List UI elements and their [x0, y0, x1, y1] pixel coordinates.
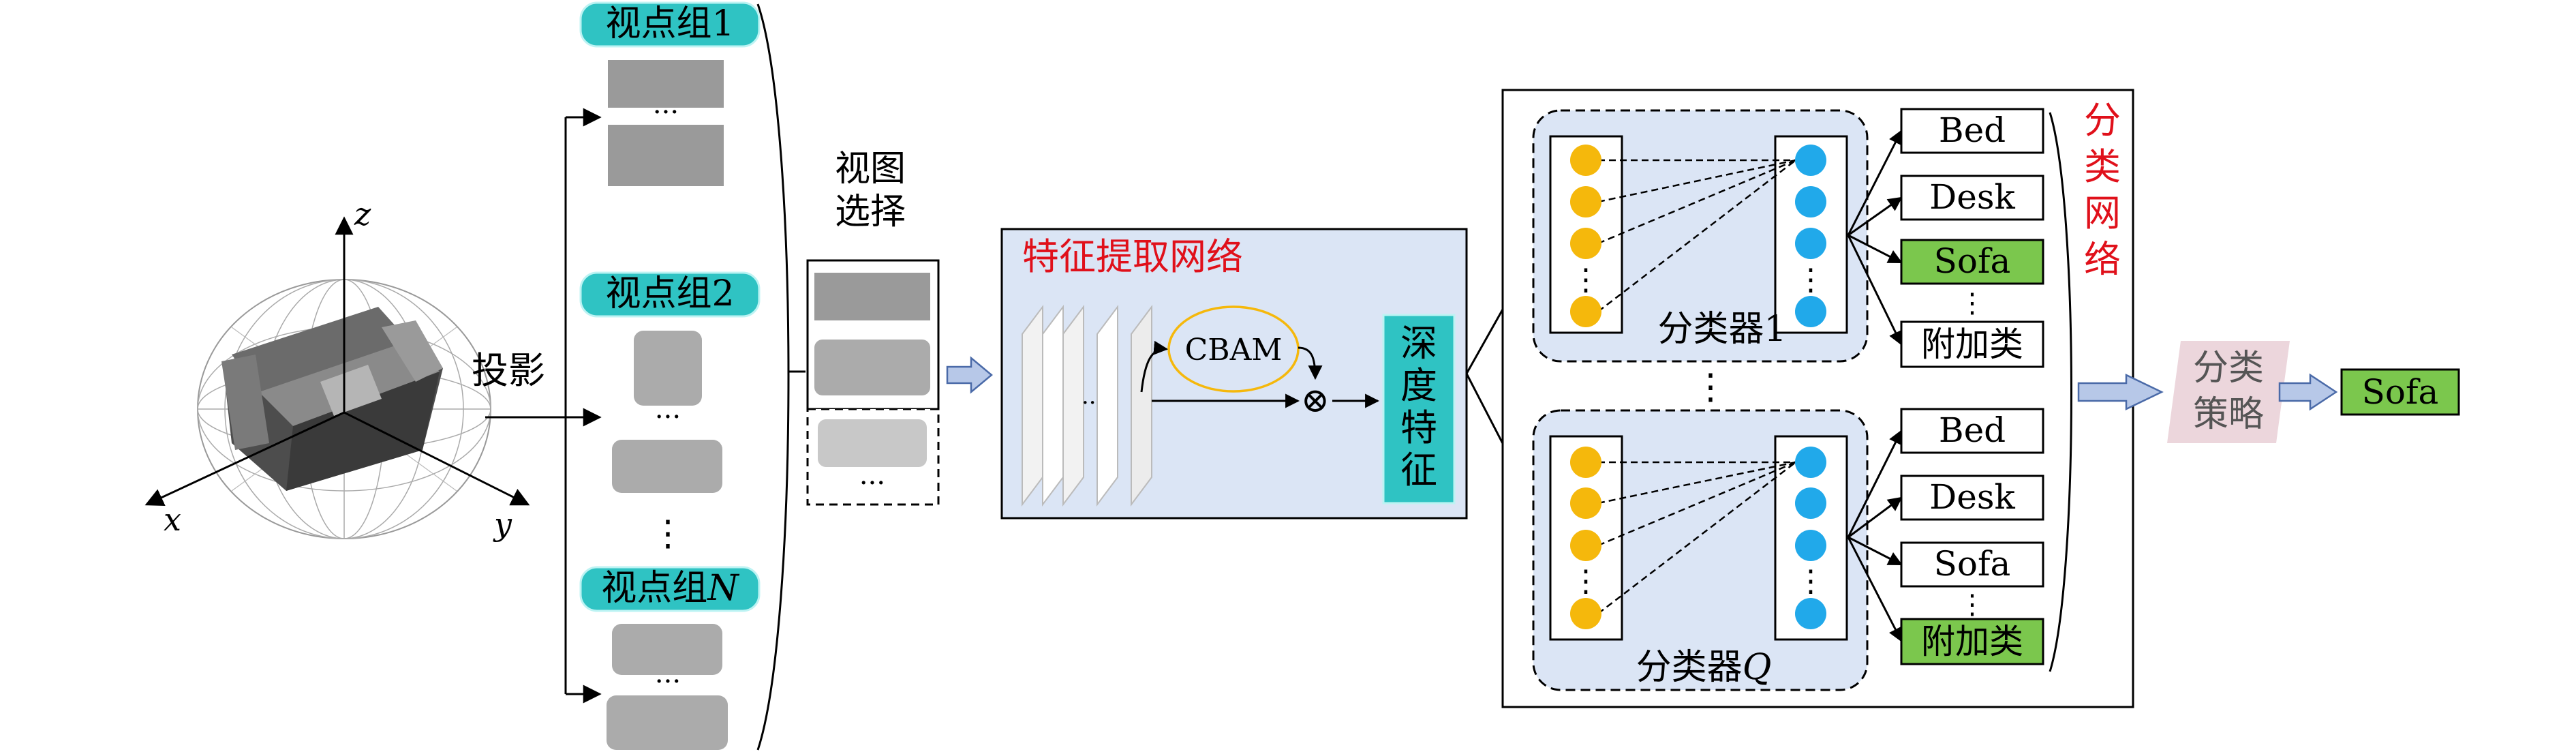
view-group-2-badge [579, 271, 761, 318]
conv-layers-ellipsis: ·· [1082, 389, 1097, 417]
to-result-arrow [2278, 373, 2338, 411]
view-group-2-label: 视点组2 [605, 273, 734, 314]
cbam-label: CBAM [1185, 333, 1283, 367]
view-groups-vertical-ellipsis: ⋮ [650, 513, 686, 554]
classifier-q-class-ellipsis: ⋮ [1959, 589, 1986, 620]
classifier-1-output-arrows [1847, 130, 1903, 346]
view-group-1-images [608, 60, 724, 186]
sofa-3d-model [221, 307, 443, 491]
view-group-1-badge [579, 1, 761, 48]
classifier-q-class-sofa: Sofa [1934, 544, 2011, 584]
strategy-line2: 策略 [2193, 394, 2264, 435]
view-selection-line1: 视图 [835, 149, 906, 190]
classifier-1-class-extra: 附加类 [1921, 325, 2023, 364]
classifier-q-class-bed-box [1900, 408, 2044, 454]
deep-feature-box [1382, 314, 1456, 505]
view-group-n-ellipsis: ··· [655, 666, 681, 697]
classifier-1-connections [1597, 159, 1796, 312]
strategy-line1: 分类 [2193, 348, 2264, 389]
classifiers-vertical-ellipsis: ⋮ [1693, 367, 1728, 408]
unselected-view [818, 419, 927, 467]
classifier-1-output-nodes [1795, 145, 1826, 327]
classifier-1-output-ellipsis: ⋮ [1796, 262, 1826, 297]
classifier-1-input-nodes [1570, 145, 1601, 327]
classifier-q-connections [1597, 461, 1796, 614]
classifier-1-class-sofa: Sofa [1934, 241, 2011, 281]
view-group-1-label: 视点组1 [605, 3, 734, 44]
unselected-views-ellipsis: ··· [859, 468, 885, 499]
cbam-output-arrow [1298, 346, 1323, 380]
view-group-n-label: 视点组N [601, 568, 739, 609]
view-group-n-images [607, 624, 728, 750]
multiply-symbol: ⊗ [1301, 380, 1330, 420]
view-group-branches [564, 108, 602, 704]
view-group-2-ellipsis: ··· [655, 402, 681, 433]
selected-view-bottom [814, 340, 930, 395]
classifier-1-class-extra-box [1900, 320, 2044, 368]
axis-x-label: x [164, 501, 181, 538]
selected-view-top [814, 273, 930, 320]
classifier-q-class-desk: Desk [1929, 477, 2015, 517]
axis-y-label: y [493, 506, 512, 543]
classification-net-title-1: 分 [2084, 99, 2121, 142]
view-group-1-ellipsis: ··· [653, 97, 679, 128]
feature-net-title: 特征提取网络 [1022, 235, 1243, 278]
result-box [2340, 368, 2460, 416]
view-group-n-badge [579, 566, 761, 612]
cbam-module [1167, 305, 1300, 393]
classifier-q-class-bed: Bed [1939, 410, 2006, 450]
classifier-q-class-extra: 附加类 [1921, 622, 2023, 661]
classifier-q-output-ellipsis: ⋮ [1796, 564, 1826, 599]
classifier-1-class-desk: Desk [1929, 177, 2015, 217]
projection-label: 投影 [472, 349, 545, 392]
classifier-q-class-desk-box [1900, 475, 2044, 521]
axis-z-label: z [354, 196, 371, 232]
classifier-1-class-sofa-box [1900, 239, 2044, 285]
classification-net-title-4: 络 [2084, 238, 2121, 281]
view-groups-bracket [756, 3, 790, 751]
view-selection-line2: 选择 [835, 192, 906, 232]
conv-layers [1022, 305, 1152, 507]
to-feature-net-arrow [946, 356, 993, 394]
classifier-q-output-arrows [1847, 430, 1903, 642]
classifier-1-class-bed: Bed [1939, 110, 2006, 150]
result-label: Sofa [2362, 372, 2439, 412]
classification-net-title-3: 网 [2084, 192, 2121, 235]
classifier-q-input-ellipsis: ⋮ [1571, 564, 1601, 599]
classifier-q-label: 分类器Q [1636, 647, 1772, 688]
classification-net-title-2: 类 [2084, 145, 2121, 188]
coordinate-axes [144, 216, 530, 506]
classifier-q-class-sofa-box [1900, 541, 2044, 588]
view-group-2-images [612, 331, 722, 493]
cbam-input-arrow [1140, 340, 1169, 393]
classifier-1-class-ellipsis: ⋮ [1959, 288, 1986, 319]
classifier-q-class-extra-box [1900, 618, 2044, 665]
classifier-q-input-nodes [1570, 447, 1601, 629]
classifier-1-class-bed-box [1900, 108, 2044, 154]
classifier-1-label: 分类器1 [1657, 309, 1786, 350]
deep-feature-char-2: 度 [1400, 364, 1437, 407]
to-strategy-arrow [2077, 374, 2164, 410]
deep-feature-char-1: 深 [1400, 322, 1437, 365]
classification-outputs-bracket [2049, 112, 2072, 672]
classifier-1-input-ellipsis: ⋮ [1571, 262, 1601, 297]
deep-feature-char-4: 征 [1400, 449, 1437, 492]
deep-feature-char-3: 特 [1400, 406, 1437, 449]
strategy-box [2167, 341, 2290, 443]
classifier-1-class-desk-box [1900, 175, 2044, 221]
classifier-q-output-nodes [1795, 447, 1826, 629]
